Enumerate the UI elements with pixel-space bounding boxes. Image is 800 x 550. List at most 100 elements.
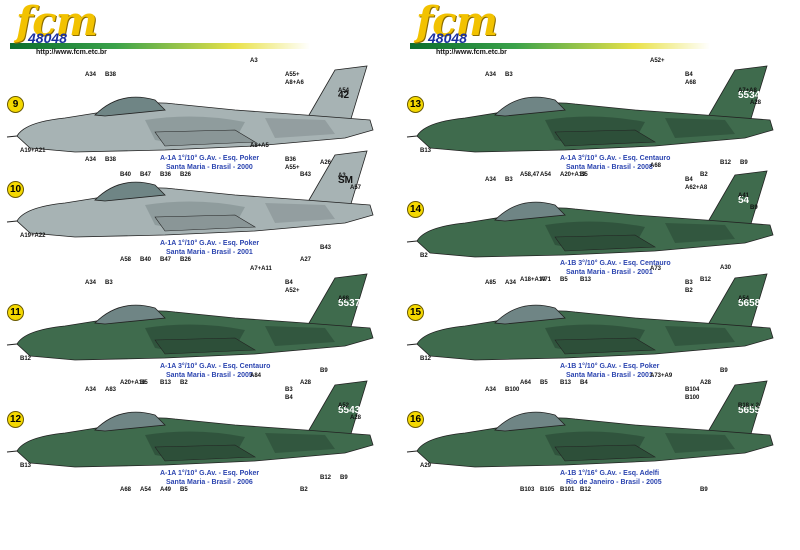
decal-callout: B12	[420, 356, 432, 362]
profile-number-badge: 12	[7, 411, 24, 428]
camo-patch	[265, 326, 335, 346]
decal-callout: B9	[340, 475, 348, 481]
tail-code: 5658	[738, 298, 761, 309]
caption-line-2: Santa Maria - Brasil - 2006	[166, 479, 253, 486]
tail-code: 5543	[338, 405, 361, 416]
decal-callout: B4	[685, 72, 693, 78]
header: fcm 48048 http://www.fcm.etc.br	[400, 0, 800, 56]
decal-callout: A49	[160, 487, 172, 493]
caption-line-2: Santa Maria - Brasil - 2001	[566, 269, 653, 276]
caption-line-1: A-1A 3°/10° G.Av. - Esq. Centauro	[160, 363, 271, 370]
profile-number-badge: 13	[407, 96, 424, 113]
profile-number-badge: 11	[7, 304, 24, 321]
decal-callout: B18 x 2	[738, 403, 760, 409]
color-band	[410, 43, 710, 49]
decal-callout: A3	[250, 58, 258, 64]
decal-callout: A68	[338, 296, 350, 302]
decal-callout: A73	[650, 266, 662, 272]
brand-logo: fcm	[416, 0, 498, 45]
decal-callout: A34	[485, 72, 497, 78]
caption-line-1: A-1A 1°/10° G.Av. - Esq. Poker	[160, 240, 260, 247]
camo-patch	[665, 223, 735, 243]
decal-callout: B9	[750, 205, 758, 211]
caption-line-1: A-1A 3°/10° G.Av. - Esq. Centauro	[560, 155, 671, 162]
decal-callout: A27	[300, 257, 312, 263]
tail-fin	[704, 170, 768, 228]
decal-callout: B26	[180, 172, 192, 178]
decal-callout: B100	[685, 395, 700, 401]
decal-callout: B2	[420, 253, 428, 259]
decal-callout: A68	[650, 163, 662, 169]
caption-line-1: A-1B 1°/10° G.Av. - Esq. Poker	[560, 363, 660, 370]
decal-callout: A64	[520, 380, 532, 386]
decal-callout: B43	[300, 172, 312, 178]
tail-code: SM	[338, 175, 353, 186]
decal-callout: A34	[85, 387, 97, 393]
decal-callout: B9	[320, 368, 328, 374]
decal-callout: A28	[350, 415, 362, 421]
decal-callout: A28	[750, 100, 762, 106]
decal-callout: B5	[140, 380, 148, 386]
decal-callout: A7+A8	[738, 88, 757, 94]
profile-number-badge: 16	[407, 411, 424, 428]
decal-callout: A26	[320, 160, 332, 166]
decal-callout: A8+A5	[250, 143, 269, 149]
wing	[554, 444, 657, 462]
aircraft-profile: 42	[6, 65, 374, 153]
pitot-probe	[6, 220, 18, 223]
pitot-probe	[406, 135, 418, 138]
product-code: 48048	[428, 30, 467, 46]
decal-callout: B4	[285, 280, 293, 286]
wing	[154, 337, 257, 355]
decal-callout: B3	[105, 280, 113, 286]
decal-callout: A18+A19	[520, 277, 546, 283]
wing	[154, 129, 257, 147]
decal-callout: A34	[85, 72, 97, 78]
decal-callout: B38	[105, 72, 117, 78]
decal-callout: B5	[540, 380, 548, 386]
decal-callout: A58,47	[520, 172, 540, 178]
caption-line-2: Rio de Janeiro - Brasil - 2005	[566, 479, 662, 486]
camo-patch	[665, 118, 735, 138]
caption-line-1: A-1A 1°/10° G.Av. - Esq. Poker	[160, 470, 260, 477]
pitot-probe	[406, 240, 418, 243]
canopy	[494, 304, 566, 325]
decal-callout: B40	[140, 257, 152, 263]
decal-callout: B13	[160, 380, 172, 386]
decal-callout: A84	[250, 373, 262, 379]
canopy	[94, 411, 166, 432]
caption-line-2: Santa Maria - Brasil - 2001	[166, 249, 253, 256]
decal-callout: B5	[580, 172, 588, 178]
decal-callout: B2	[685, 288, 693, 294]
decal-callout: B101	[560, 487, 575, 493]
decal-callout: A54	[738, 296, 750, 302]
decal-callout: B103	[520, 487, 535, 493]
decal-callout: B36	[160, 172, 172, 178]
camo-patch	[665, 433, 735, 453]
decal-callout: A85	[485, 280, 497, 286]
canopy	[494, 201, 566, 222]
decal-callout: A30	[720, 265, 732, 271]
wing	[554, 234, 657, 252]
decal-callout: B3	[505, 72, 513, 78]
left-sheet: fcm 48048 http://www.fcm.etc.br	[10, 2, 310, 56]
decal-callout: A19+A22	[20, 233, 46, 239]
aircraft-profile: 5534	[406, 65, 774, 153]
product-code: 48048	[28, 30, 67, 46]
profile-number-badge: 15	[407, 304, 424, 321]
camo-patch	[265, 118, 335, 138]
decal-callout: B12	[720, 160, 732, 166]
decal-callout: B4	[685, 177, 693, 183]
camo-patch	[265, 203, 335, 223]
decal-callout: B4	[580, 380, 588, 386]
decal-callout: A55+	[285, 72, 300, 78]
decal-callout: B2	[700, 172, 708, 178]
